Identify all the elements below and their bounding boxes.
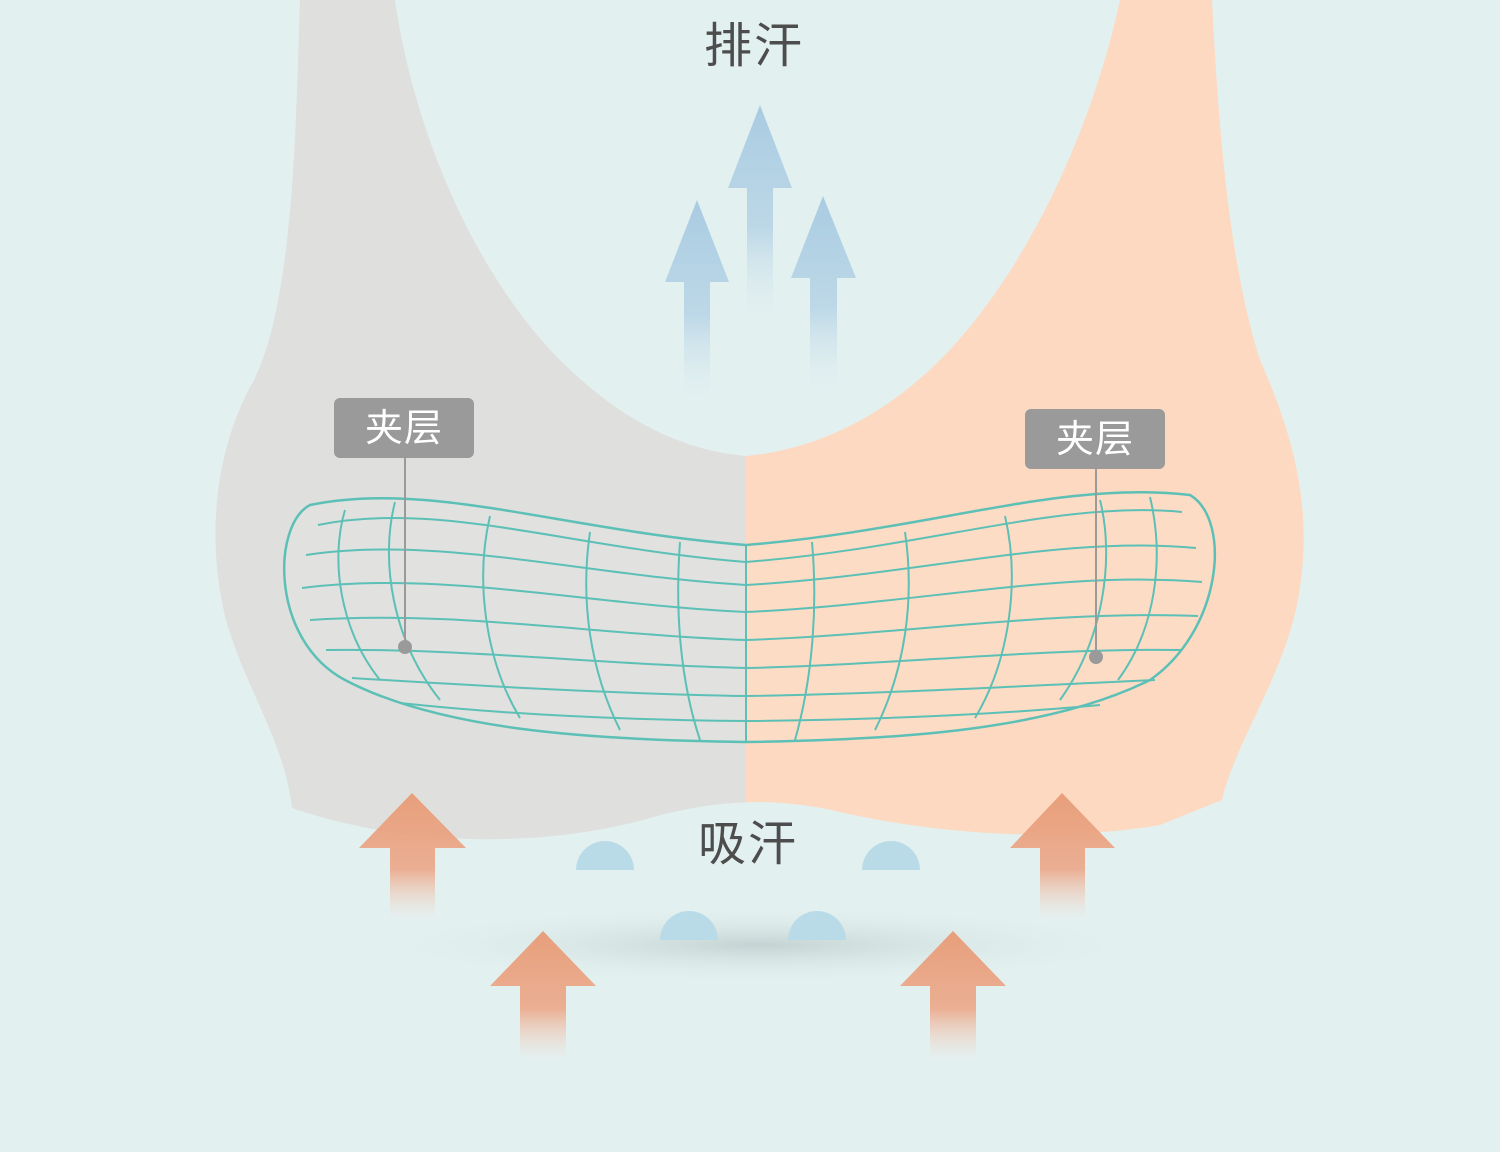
droplet-icon: [576, 841, 634, 870]
sweat-out-arrows: [665, 105, 856, 410]
up-arrow-icon: [665, 200, 729, 410]
heat-arrows: [359, 793, 1115, 1060]
droplet-icon: [788, 911, 846, 940]
up-arrow-icon: [1010, 793, 1115, 920]
droplet-icon: [660, 911, 718, 940]
sweat-out-label: 排汗: [704, 18, 805, 74]
droplet-icon: [862, 841, 920, 870]
interlayer-tag-left: 夹层: [334, 398, 474, 458]
up-arrow-icon: [791, 196, 856, 400]
sweat-absorb-label: 吸汗: [698, 816, 799, 872]
interlayer-tag-right: 夹层: [1025, 409, 1165, 469]
up-arrow-icon: [900, 931, 1006, 1060]
mesh-interlayer: [282, 490, 1217, 744]
right-fabric-panel: [746, 0, 1304, 835]
up-arrow-icon: [359, 793, 466, 920]
up-arrow-icon: [728, 105, 792, 330]
up-arrow-icon: [490, 931, 596, 1060]
droplets: [576, 841, 920, 940]
tag-pointers: [398, 458, 1103, 664]
left-fabric-panel: [215, 0, 746, 840]
